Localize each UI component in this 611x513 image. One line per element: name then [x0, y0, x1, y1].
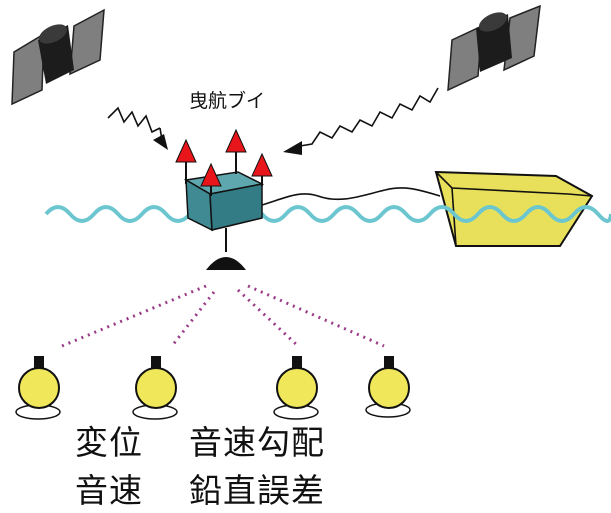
vertical-error-label: 鉛直誤差 [189, 471, 325, 510]
acoustic-ray [170, 291, 216, 347]
seafloor-transponder-icon [273, 356, 319, 420]
sea-surface-wave [44, 205, 611, 223]
satellite-right-icon [447, 4, 541, 92]
sound-speed-label: 音速 [75, 471, 143, 510]
ship-icon [434, 170, 594, 247]
antenna-icon [200, 162, 222, 196]
acoustic-rays [61, 284, 385, 348]
acoustic-ray [236, 288, 300, 348]
antenna-icon [225, 128, 247, 174]
satellite-left-icon [11, 8, 105, 106]
displacement-label: 変位 [75, 423, 143, 462]
seafloor-transponder-icon [365, 356, 411, 418]
towed-buoy-label: 曳航ブイ [189, 90, 266, 112]
buoy-icon [183, 171, 265, 270]
tow-line [261, 187, 441, 206]
sound-speed-gradient-label: 音速勾配 [189, 423, 325, 462]
gnss-signal-right [283, 87, 439, 155]
acoustic-ray [61, 284, 207, 348]
antenna-icon [251, 152, 273, 186]
gnss-signal-left [107, 106, 168, 150]
seafloor-transponder-icon [15, 356, 61, 420]
gnss-antennas [175, 128, 273, 196]
antenna-icon [175, 138, 197, 184]
seafloor-transponder-icon [132, 356, 178, 420]
acoustic-ray [247, 284, 385, 348]
